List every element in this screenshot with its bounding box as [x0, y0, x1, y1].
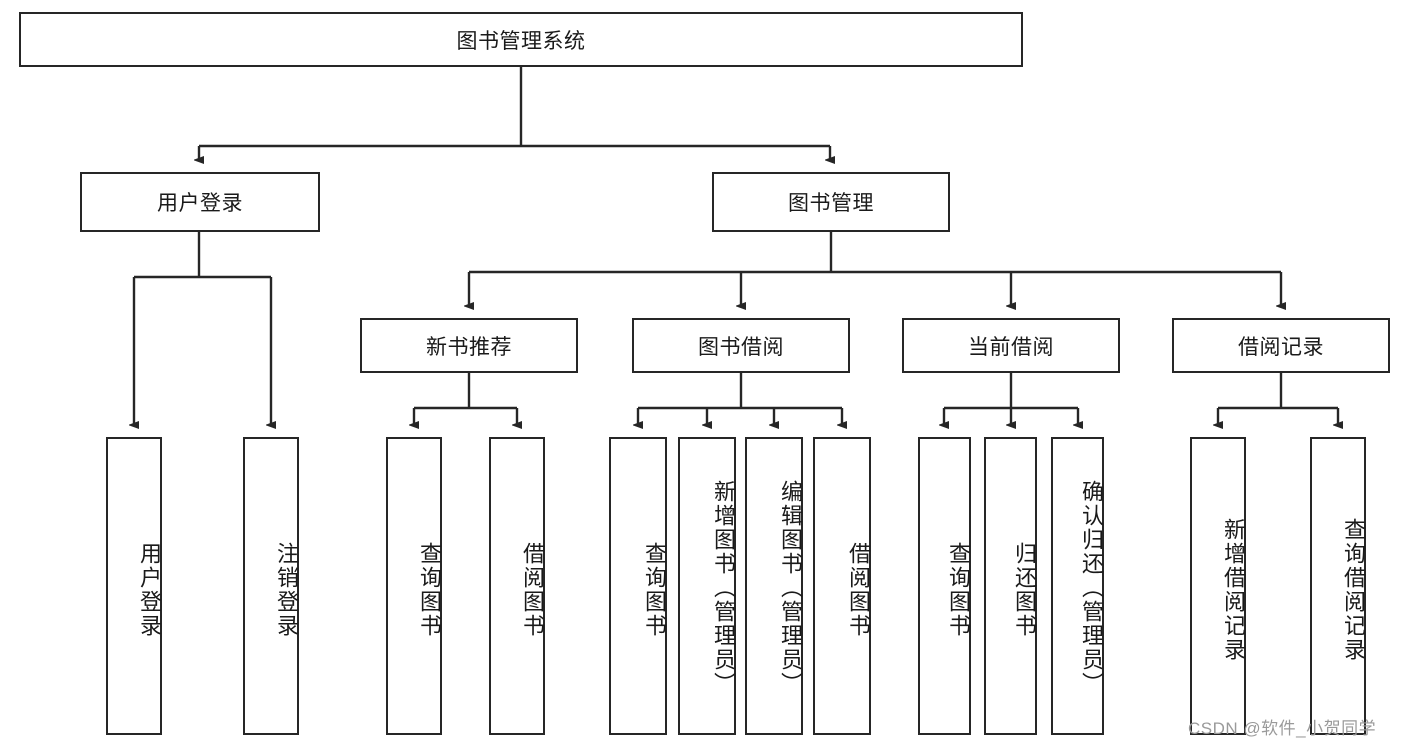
leaf-query-borrow-record[interactable]: 查询借阅记录 [1310, 437, 1366, 735]
node-new-book-recommend[interactable]: 新书推荐 [360, 318, 578, 373]
node-user-login[interactable]: 用户登录 [80, 172, 320, 232]
leaf-borrow-book-recommend[interactable]: 借阅图书 [489, 437, 545, 735]
node-new-book-recommend-label: 新书推荐 [426, 335, 512, 359]
leaf-return-book-label: 归还图书 [1012, 542, 1037, 638]
watermark: CSDN @软件_小贺同学 [1188, 719, 1377, 738]
leaf-query-book-recommend[interactable]: 查询图书 [386, 437, 442, 735]
leaf-query-borrow-record-label: 查询借阅记录 [1341, 518, 1366, 662]
leaf-query-book-current-label: 查询图书 [946, 542, 971, 638]
node-user-login-label: 用户登录 [157, 192, 243, 215]
leaf-query-book-borrow[interactable]: 查询图书 [609, 437, 667, 735]
node-book-management-label: 图书管理 [788, 192, 874, 215]
leaf-logout[interactable]: 注销登录 [243, 437, 299, 735]
node-root-label: 图书管理系统 [456, 29, 586, 53]
leaf-logout-label: 注销登录 [274, 542, 299, 638]
leaf-return-book[interactable]: 归还图书 [984, 437, 1037, 735]
leaf-borrow-book[interactable]: 借阅图书 [813, 437, 871, 735]
leaf-query-book-borrow-label: 查询图书 [642, 542, 667, 638]
leaf-edit-book-admin-label: 编辑图书（管理员） [778, 480, 803, 696]
node-current-borrow[interactable]: 当前借阅 [902, 318, 1120, 373]
leaf-user-login-label: 用户登录 [137, 542, 162, 638]
leaf-edit-book-admin[interactable]: 编辑图书（管理员） [745, 437, 803, 735]
node-book-borrow[interactable]: 图书借阅 [632, 318, 850, 373]
node-borrow-records[interactable]: 借阅记录 [1172, 318, 1390, 373]
leaf-add-book-admin-label: 新增图书（管理员） [711, 480, 736, 696]
leaf-query-book-recommend-label: 查询图书 [417, 542, 442, 638]
leaf-borrow-book-recommend-label: 借阅图书 [520, 542, 545, 638]
leaf-confirm-return-admin-label: 确认归还（管理员） [1079, 480, 1104, 696]
node-current-borrow-label: 当前借阅 [968, 335, 1054, 359]
leaf-add-borrow-record[interactable]: 新增借阅记录 [1190, 437, 1246, 735]
node-borrow-records-label: 借阅记录 [1238, 335, 1324, 359]
leaf-confirm-return-admin[interactable]: 确认归还（管理员） [1051, 437, 1104, 735]
leaf-add-borrow-record-label: 新增借阅记录 [1221, 518, 1246, 662]
leaf-query-book-current[interactable]: 查询图书 [918, 437, 971, 735]
leaf-borrow-book-label: 借阅图书 [846, 542, 871, 638]
node-book-management[interactable]: 图书管理 [712, 172, 950, 232]
node-root[interactable]: 图书管理系统 [19, 12, 1023, 67]
leaf-add-book-admin[interactable]: 新增图书（管理员） [678, 437, 736, 735]
leaf-user-login[interactable]: 用户登录 [106, 437, 162, 735]
node-book-borrow-label: 图书借阅 [698, 335, 784, 359]
